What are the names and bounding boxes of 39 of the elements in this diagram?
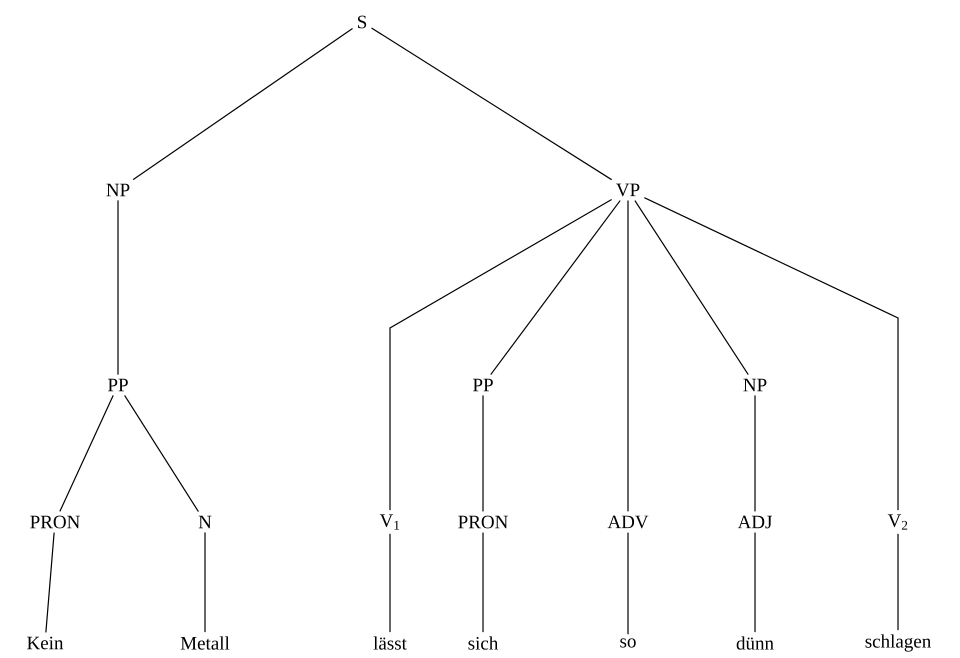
tree-label: N [198, 516, 212, 528]
tree-label: PRON [30, 516, 80, 528]
tree-branch [482, 395, 484, 512]
tree-branch [59, 395, 114, 512]
tree-branch [124, 395, 199, 512]
tree-branch [132, 28, 353, 180]
tree-label: PRON [458, 516, 508, 528]
tree-branch [490, 200, 621, 375]
tree-label: ADJ [738, 516, 772, 528]
tree-branch [389, 198, 612, 510]
tree-label: V$_{2}$ [888, 514, 908, 530]
tree-label: PP [108, 378, 128, 392]
tree-branch [482, 532, 484, 632]
tree-label: VP [616, 184, 640, 196]
tree-branch [45, 532, 55, 632]
tree-label: S [358, 16, 366, 28]
tree-label: Metall [180, 636, 230, 650]
tree-branch [371, 27, 612, 180]
tree-branch [634, 200, 749, 375]
tree-label: Kein [27, 636, 64, 650]
tree-branch [627, 532, 629, 634]
tree-label: V$_{1}$ [380, 514, 400, 530]
tree-branch [389, 534, 391, 632]
tree-branch [897, 534, 899, 630]
tree-branch [117, 200, 119, 375]
tree-label: sich [468, 636, 498, 650]
tree-label: ADV [608, 516, 648, 528]
tree-branch [754, 395, 756, 512]
tree-branch [754, 532, 756, 632]
tree-label: NP [106, 184, 130, 196]
tree-label: so [620, 638, 636, 648]
tree-label: dünn [736, 636, 774, 650]
tree-label: schlagen [866, 634, 931, 652]
tree-label: NP [743, 378, 766, 392]
tree-label: lässt [374, 636, 407, 650]
tree-branch [627, 200, 629, 512]
tree-branch [644, 197, 899, 510]
tree-label: PP [473, 378, 493, 392]
tree-branch [204, 532, 206, 632]
